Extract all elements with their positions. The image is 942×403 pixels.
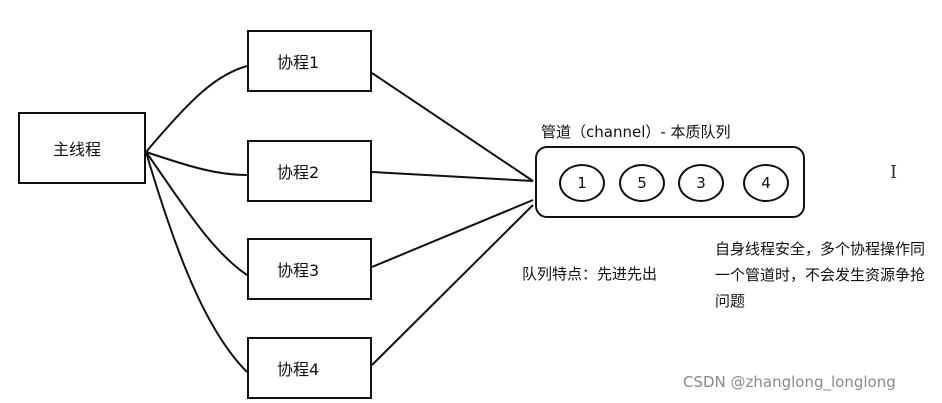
coroutine-label-1: 协程1 [277, 53, 320, 72]
edge-main-to-coroutine-3 [145, 151, 248, 276]
coroutine-label-4: 协程4 [277, 360, 320, 379]
edge-coroutine-3-to-channel [371, 199, 534, 268]
edge-coroutine-2-to-channel [371, 171, 534, 182]
channel-title: 管道（channel）- 本质队列 [541, 123, 731, 141]
thread-safety-line-3: 问题 [715, 292, 746, 310]
coroutine-label-2: 协程2 [277, 163, 320, 182]
text-cursor-icon: I [890, 162, 898, 183]
coroutine-box-2: 协程2 [247, 140, 372, 202]
coroutine-box-1: 协程1 [247, 30, 372, 92]
thread-safety-note: 自身线程安全，多个协程操作同 一个管道时，不会发生资源争抢 问题 [715, 236, 942, 314]
channel-item-3: 3 [678, 164, 724, 202]
edge-coroutine-4-to-channel [371, 204, 534, 366]
coroutine-box-4: 协程4 [247, 337, 372, 399]
channel-item-2: 5 [619, 164, 665, 202]
channel-pipe: 1 5 3 4 [535, 146, 805, 218]
queue-feature-note: 队列特点：先进先出 [522, 265, 658, 283]
watermark: CSDN @zhanglong_longlong [683, 373, 896, 391]
main-thread-label: 主线程 [53, 140, 102, 159]
thread-safety-line-2: 一个管道时，不会发生资源争抢 [715, 266, 926, 284]
coroutine-label-3: 协程3 [277, 261, 320, 280]
edge-main-to-coroutine-2 [145, 151, 248, 176]
coroutine-box-3: 协程3 [247, 238, 372, 300]
channel-item-1: 1 [559, 164, 605, 202]
channel-item-4: 4 [743, 164, 789, 202]
edge-coroutine-1-to-channel [371, 72, 534, 182]
thread-safety-line-1: 自身线程安全，多个协程操作同 [715, 240, 926, 258]
edge-main-to-coroutine-1 [145, 65, 248, 153]
edge-main-to-coroutine-4 [145, 151, 248, 373]
main-thread-box: 主线程 [18, 112, 146, 184]
